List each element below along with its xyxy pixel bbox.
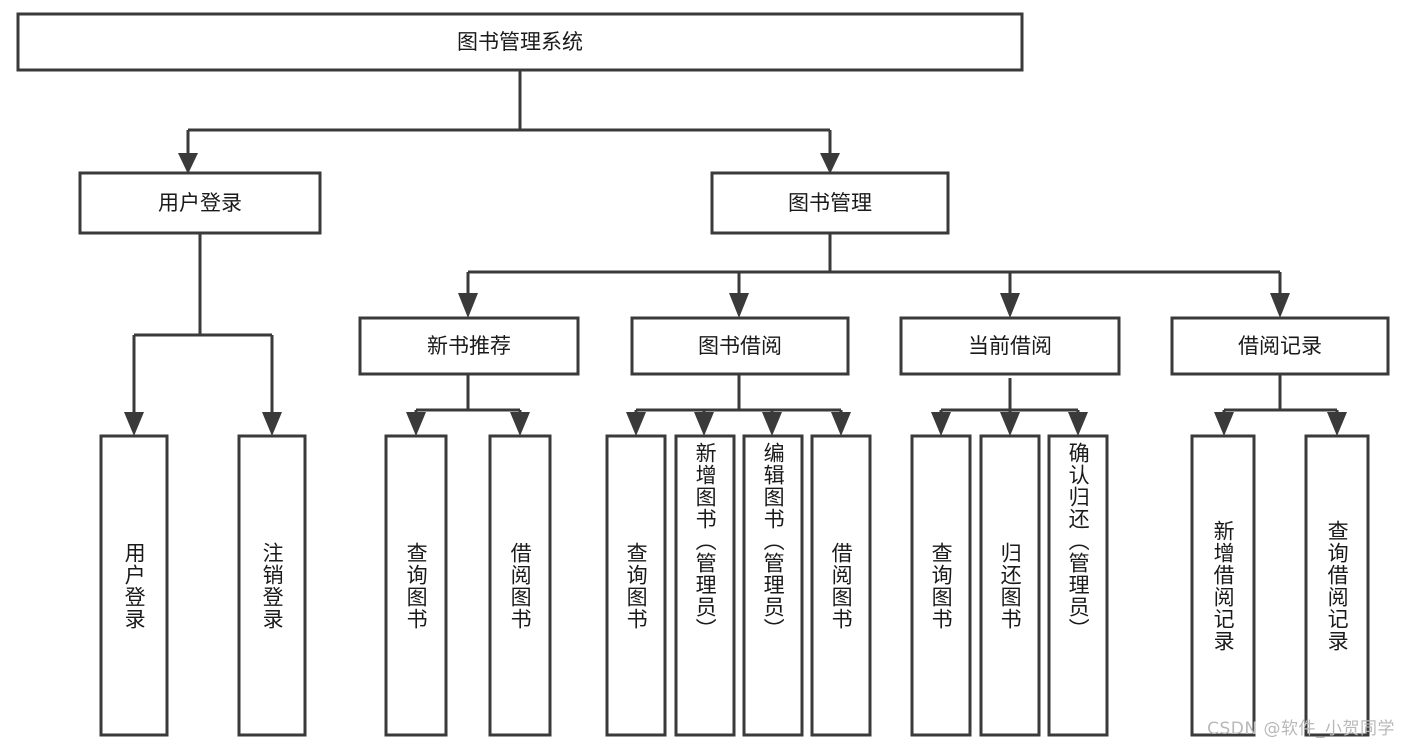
arrowhead-leaf-borrow-4 xyxy=(831,412,851,436)
arrowhead-leaf-record-2 xyxy=(1327,412,1347,436)
leaf-borrow-record-2[interactable] xyxy=(1304,434,1370,737)
arrowhead-leaf-borrow-2 xyxy=(694,412,714,436)
arrowhead-new-book xyxy=(458,293,478,318)
arrowhead-borrow-book xyxy=(729,293,749,318)
arrowhead-leaf-borrow-3 xyxy=(762,412,782,436)
boxes-layer: 图书管理系统 用户登录 图书管理 新书推荐 图书借阅 当前借阅 借阅记录 xyxy=(16,12,1390,737)
leaf-borrow-record-1[interactable] xyxy=(1190,434,1256,737)
leaf-book-borrow-1[interactable] xyxy=(605,434,667,737)
node-book-borrow[interactable] xyxy=(630,316,850,376)
leaf-book-borrow-3[interactable] xyxy=(742,434,804,737)
leaf-current-borrow-1[interactable] xyxy=(910,434,972,737)
leaf-new-book-1[interactable] xyxy=(384,434,448,737)
node-root-label: 图书管理系统 xyxy=(457,30,583,54)
node-current-borrow[interactable] xyxy=(899,316,1121,376)
node-book-management[interactable] xyxy=(710,171,950,235)
arrowhead-leaf-user-login-1 xyxy=(124,412,144,436)
leaf-book-borrow-2[interactable] xyxy=(674,434,736,737)
arrowhead-book-mgmt xyxy=(820,153,840,174)
leaf-user-login-2[interactable] xyxy=(237,434,307,737)
node-borrow-record-label: 借阅记录 xyxy=(1238,334,1322,358)
node-book-management-label: 图书管理 xyxy=(788,191,872,215)
arrowhead-leaf-current-2 xyxy=(1000,412,1020,436)
node-current-borrow-label: 当前借阅 xyxy=(968,334,1052,358)
arrowhead-leaf-user-login-2 xyxy=(262,412,282,436)
node-new-book-recommend-label: 新书推荐 xyxy=(427,334,511,358)
node-user-login-label: 用户登录 xyxy=(158,191,242,215)
leaf-new-book-2[interactable] xyxy=(488,434,552,737)
node-user-login[interactable] xyxy=(78,171,322,235)
leaf-book-borrow-4[interactable] xyxy=(810,434,872,737)
arrowhead-leaf-current-3 xyxy=(1068,412,1088,436)
arrowhead-borrow-record xyxy=(1270,293,1290,318)
node-borrow-record[interactable] xyxy=(1170,316,1390,376)
node-new-book-recommend[interactable] xyxy=(358,316,580,376)
node-root[interactable] xyxy=(16,12,1024,72)
leaf-user-login-1[interactable] xyxy=(99,434,169,737)
arrowhead-leaf-borrow-1 xyxy=(626,412,646,436)
edges-layer xyxy=(124,70,1347,436)
arrowhead-leaf-record-1 xyxy=(1214,412,1234,436)
leaf-current-borrow-3[interactable] xyxy=(1047,434,1109,737)
arrowhead-leaf-current-1 xyxy=(931,412,951,436)
csdn-watermark: CSDN @软件_小贺同学 xyxy=(1207,719,1395,739)
arrowhead-current-borrow xyxy=(1000,293,1020,318)
arrowhead-user-login xyxy=(178,153,198,174)
leaf-current-borrow-2[interactable] xyxy=(979,434,1041,737)
arrowhead-leaf-newbook-2 xyxy=(510,412,530,436)
arrowhead-leaf-newbook-1 xyxy=(406,412,426,436)
node-book-borrow-label: 图书借阅 xyxy=(698,334,782,358)
